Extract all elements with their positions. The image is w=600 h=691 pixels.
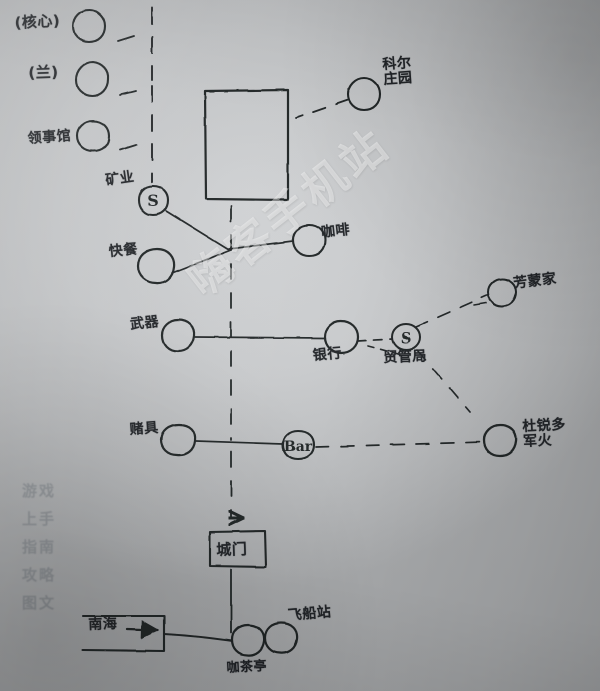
node-consulate-circle [75,119,111,153]
label-city-gate: 城门 [216,539,248,559]
node-fastfood-circle [136,247,176,285]
edge-lan-dash [119,90,137,96]
label-lan: (兰) [28,62,59,82]
edge-mining-junction-line [165,210,230,251]
node-trade-bureau-circle [391,323,421,351]
node-trade-bureau-marker-s: S [401,329,412,347]
edge-bank-trade-line [357,338,393,342]
edge-bar-arms-line [315,441,485,448]
node-bar-marker: Bar [284,439,313,455]
node-coffee-circle [291,223,327,258]
bleedthrough-line: 图文 [22,594,57,612]
node-mining-marker-s: S [147,191,159,210]
label-weapons: 武器 [129,313,160,333]
bleedthrough-line: 指南 [22,538,57,556]
stray-dash-left-of-mengjia [473,302,487,306]
label-gambling: 赌具 [129,419,160,438]
edge-trade-mengjia-line [415,294,489,328]
node-manor-circle [346,76,382,112]
edge-south-arrow [125,620,160,639]
label-fastfood: 快餐 [108,241,139,260]
edge-trade-arms-line [416,349,471,413]
node-weapons-circle [160,318,196,353]
label-mining: 矿业 [104,168,136,189]
bleedthrough-line: 攻略 [22,566,57,584]
node-bank-circle [323,319,360,355]
edge-core-dash [117,35,135,42]
edge-gambling-bar-line [195,440,284,445]
stray-dash-right-of-bank [367,345,403,356]
edge-manor-road-line [295,99,349,119]
edge-junction-coffee-line [228,240,294,250]
node-teahouse-b-circle [263,621,299,655]
edge-weapons-bank-line [194,336,326,339]
node-arms-circle [482,423,518,458]
label-south-block: 南海 [88,615,118,633]
node-teahouse-a-circle [230,623,266,657]
label-spaceport: 飞船站 [287,604,332,624]
node-lan-circle [74,60,110,98]
label-teahouse: 咖茶亭 [226,658,268,676]
node-gambling-circle [159,423,197,457]
label-arms: 杜锐多 军火 [521,416,567,450]
label-core: (核心) [14,11,61,32]
label-trade-bureau: 贸管局 [383,348,428,366]
box-plaza-rect [203,88,290,202]
bleedthrough-line: 游戏 [22,482,57,500]
node-mining-circle [137,184,170,217]
node-mengjia-circle [487,278,517,307]
label-coffee: 咖啡 [320,221,351,241]
node-core-circle [71,8,107,44]
edge-south-to-teahouse-line [163,633,233,642]
box-city-gate-rect [208,529,268,569]
edge-fastfood-junction-line [171,249,232,274]
label-manor: 科尔 庄园 [381,54,414,88]
label-consulate: 领事馆 [27,127,72,147]
node-bar-circle [281,429,316,461]
label-bank: 银行 [312,345,343,364]
bleedthrough-line: 上手 [22,510,57,528]
edge-consulate-dash [119,144,137,151]
